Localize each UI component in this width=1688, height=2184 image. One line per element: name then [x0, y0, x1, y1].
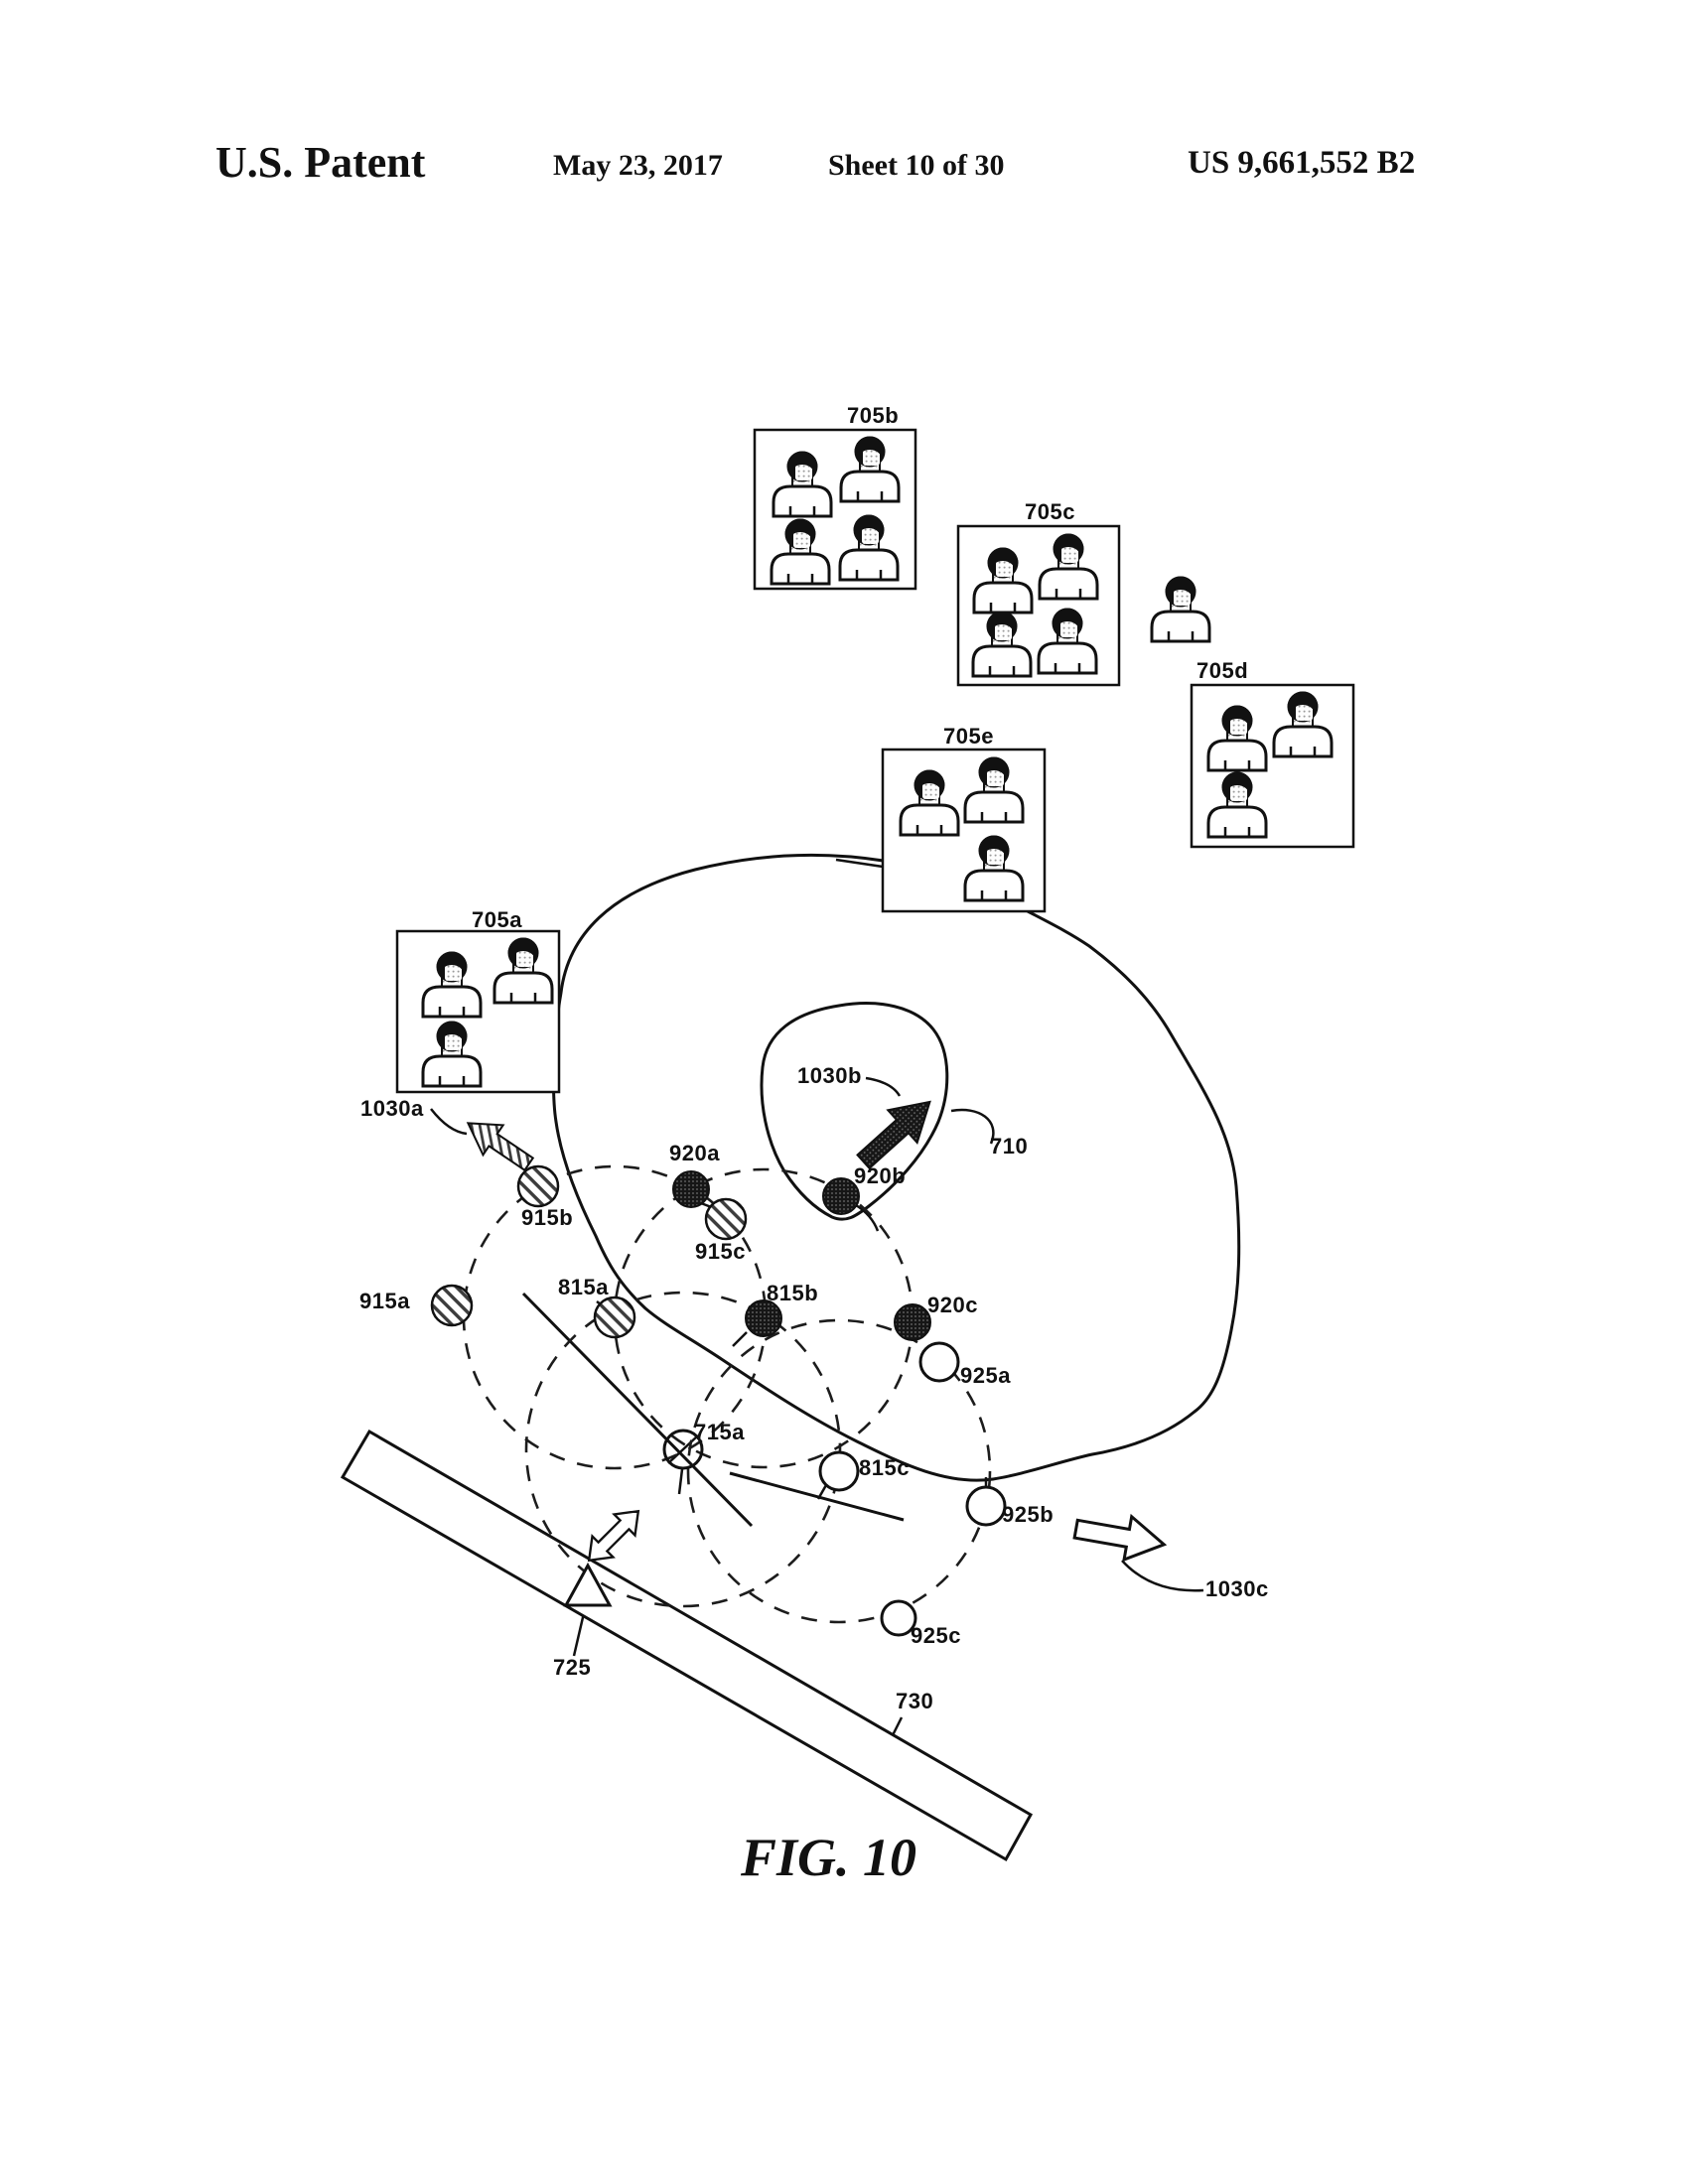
leader-1030a	[430, 1108, 468, 1136]
dot-920a	[672, 1170, 710, 1208]
figure-caption: FIG. 10	[741, 1828, 917, 1887]
coverage-circle-815c	[686, 1318, 992, 1624]
dot-915b	[516, 1164, 560, 1208]
group-boxes	[395, 428, 1355, 1094]
road-bar-730	[340, 1429, 1034, 1862]
ref-label-730: 730	[896, 1689, 934, 1713]
patent-header-title: U.S. Patent	[215, 138, 426, 187]
dot-925a	[918, 1341, 960, 1383]
inner-region-710-outline	[760, 1002, 949, 1221]
patent-header-sheet: Sheet 10 of 30	[828, 149, 1005, 182]
dot-925c	[880, 1599, 917, 1637]
ref-label-915a: 915a	[359, 1289, 410, 1313]
group-box-705d	[1190, 683, 1355, 849]
dot-925b	[965, 1485, 1007, 1527]
path-line-through-815c	[729, 1471, 905, 1522]
dot-815a	[593, 1296, 636, 1339]
group-box-705b	[753, 428, 917, 591]
open-dots	[662, 1341, 1007, 1637]
tick-715a-stem	[677, 1468, 684, 1495]
dot-920b	[822, 1177, 860, 1215]
patent-header-number: US 9,661,552 B2	[1188, 145, 1416, 181]
group-box-705c	[956, 524, 1121, 687]
tick-815c	[816, 1484, 828, 1500]
dark-dots	[672, 1170, 931, 1341]
ref-label-920b: 920b	[854, 1163, 907, 1188]
ref-label-920a: 920a	[669, 1141, 720, 1165]
ref-label-925b: 925b	[1002, 1502, 1055, 1527]
ref-label-1030c: 1030c	[1205, 1576, 1269, 1601]
group-box-705a	[395, 929, 561, 1094]
coverage-circle-715a	[524, 1291, 842, 1608]
ref-label-1030b: 1030b	[797, 1063, 862, 1088]
dot-715a	[662, 1429, 704, 1470]
ref-label-705d: 705d	[1196, 658, 1249, 683]
leader-lines	[430, 858, 1204, 1738]
tick-705e	[835, 858, 884, 869]
dot-915a	[430, 1284, 474, 1327]
patent-header-date: May 23, 2017	[553, 149, 723, 182]
ref-label-705b: 705b	[847, 403, 900, 428]
ref-label-715a: 715a	[694, 1420, 745, 1444]
marker-triangle-725	[563, 1562, 613, 1607]
hatched-dots	[430, 1164, 748, 1339]
leader-1030c	[1121, 1560, 1204, 1592]
ref-label-815a: 815a	[558, 1275, 609, 1299]
dot-815b	[745, 1299, 782, 1337]
dot-815c	[818, 1450, 860, 1492]
dot-915c	[704, 1197, 748, 1241]
ref-label-915c: 915c	[695, 1239, 746, 1264]
ref-label-705e: 705e	[943, 724, 994, 749]
dot-920c	[894, 1303, 931, 1341]
tick-815b	[732, 1331, 748, 1347]
path-line-through-715a	[521, 1292, 754, 1528]
ref-label-925c: 925c	[911, 1623, 961, 1648]
motion-arrow-1030a	[457, 1107, 540, 1180]
leader-710	[950, 1108, 995, 1145]
ref-label-705a: 705a	[472, 907, 522, 932]
group-box-705e	[881, 748, 1047, 913]
tick-920b	[855, 1203, 880, 1232]
ref-label-705c: 705c	[1025, 499, 1075, 524]
ref-label-815c: 815c	[859, 1455, 910, 1480]
motion-arrow-1030c	[1070, 1506, 1170, 1568]
ref-label-1030a: 1030a	[360, 1096, 424, 1121]
ref-label-915b: 915b	[521, 1205, 574, 1230]
double-arrow-on-road	[577, 1499, 650, 1572]
leader-1030b	[865, 1076, 902, 1097]
lone-person-icon	[1150, 575, 1211, 643]
ref-label-925a: 925a	[960, 1363, 1011, 1388]
tick-715a-cross	[667, 1434, 699, 1464]
ref-label-920c: 920c	[927, 1293, 978, 1317]
ref-label-815b: 815b	[767, 1281, 819, 1305]
ref-label-710: 710	[990, 1134, 1029, 1159]
ref-label-725: 725	[553, 1655, 592, 1680]
